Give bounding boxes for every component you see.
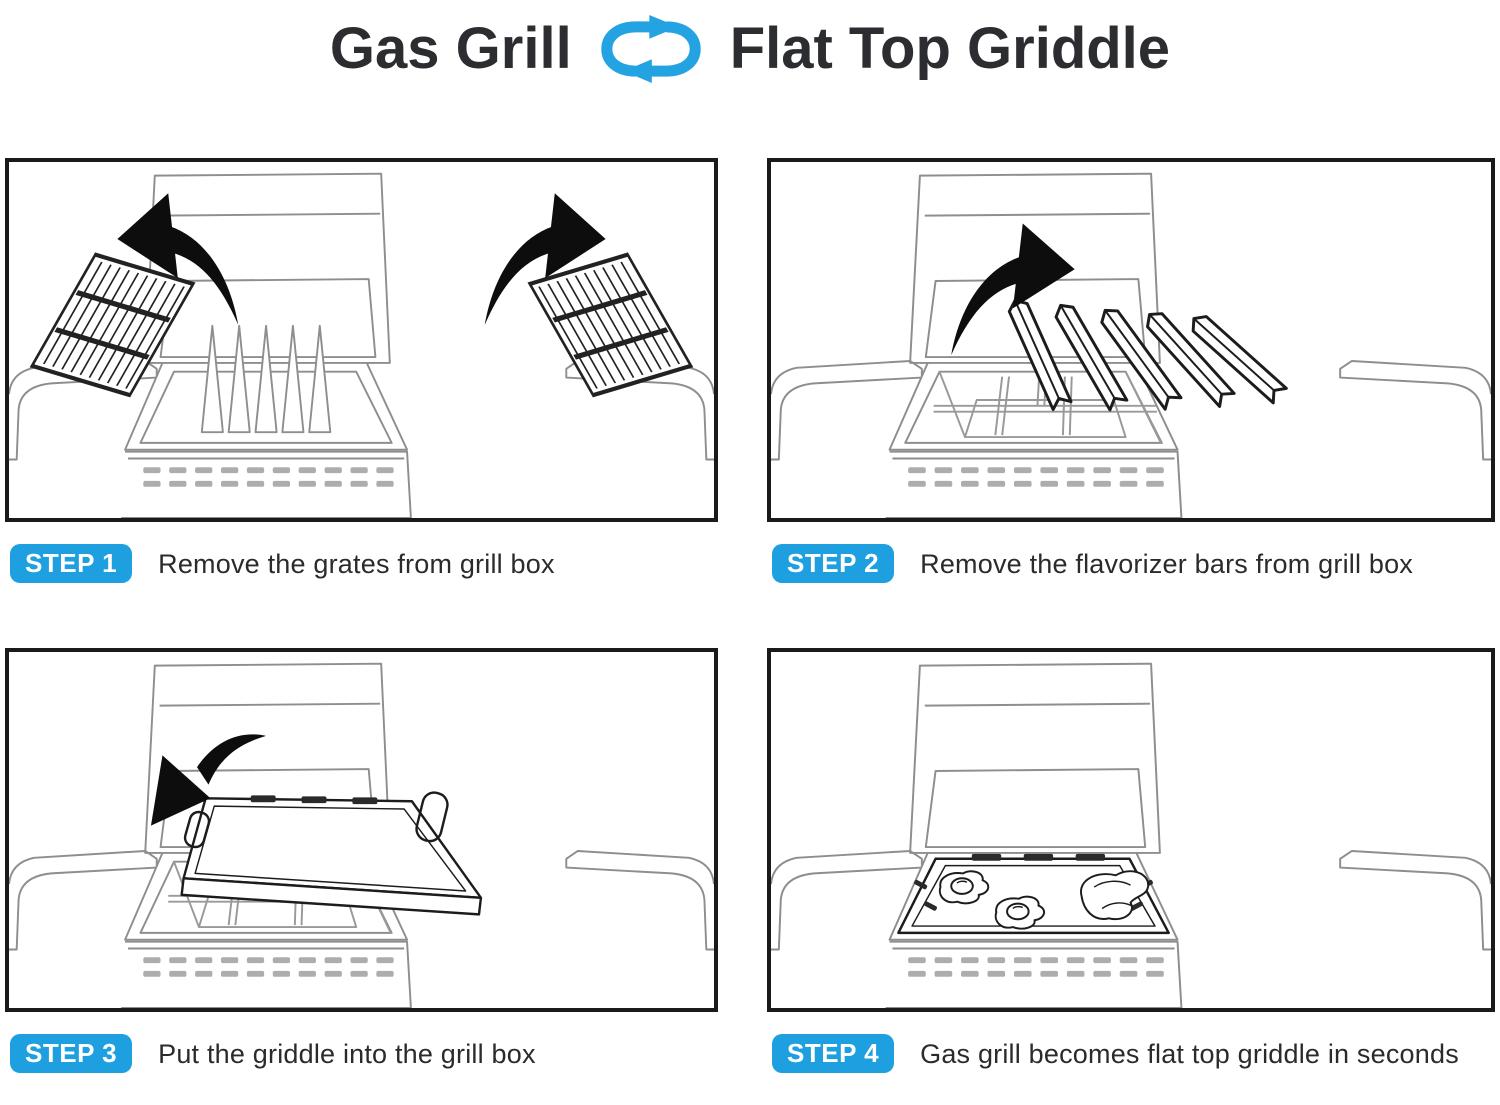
step-2-illustration-panel [767, 158, 1495, 522]
step-3-badge: STEP 3 [10, 1033, 133, 1073]
step-4-caption: Gas grill becomes flat top griddle in se… [920, 1038, 1459, 1069]
grill-drawing-flavorizer-removal [771, 162, 1491, 518]
griddle-back-tabs [971, 853, 1106, 861]
step-3-illustration-panel [5, 647, 718, 1012]
griddle-handle-left [183, 810, 211, 849]
step-2-row: STEP 2 Remove the flavorizer bars from g… [767, 544, 1495, 584]
griddle-back-tabs [250, 795, 378, 804]
step-1-section: STEP 1 Remove the grates from grill box [5, 158, 718, 584]
step-1-illustration-panel [5, 158, 718, 522]
swap-cycle-icon [598, 15, 704, 83]
steak [1080, 870, 1150, 920]
step-4-row: STEP 4 Gas grill becomes flat top griddl… [767, 1033, 1495, 1074]
instruction-grid: STEP 1 Remove the grates from grill box [0, 158, 1500, 1074]
step-4-illustration-panel [767, 647, 1495, 1012]
step-1-row: STEP 1 Remove the grates from grill box [5, 544, 718, 584]
step-2-badge: STEP 2 [772, 544, 895, 583]
step-3-caption: Put the griddle into the grill box [158, 1038, 536, 1069]
step-2-section: STEP 2 Remove the flavorizer bars from g… [767, 158, 1495, 584]
page-header: Gas Grill Flat Top Griddle [0, 0, 1500, 88]
grill-drawing-griddle-cooking [771, 652, 1491, 1008]
step-3-row: STEP 3 Put the griddle into the grill bo… [5, 1033, 718, 1074]
grill-drawing-griddle-insertion [9, 652, 714, 1008]
step-2-caption: Remove the flavorizer bars from grill bo… [920, 549, 1413, 579]
step-3-section: STEP 3 Put the griddle into the grill bo… [5, 647, 718, 1074]
title-gas-grill: Gas Grill [329, 16, 572, 81]
installed-flavorizer-bars [200, 324, 332, 434]
step-4-badge: STEP 4 [772, 1033, 895, 1073]
griddle-side-clips [914, 879, 1153, 911]
title-flat-top-griddle: Flat Top Griddle [729, 16, 1171, 81]
griddle-tray [180, 791, 483, 916]
step-1-badge: STEP 1 [10, 544, 133, 583]
step-4-section: STEP 4 Gas grill becomes flat top griddl… [767, 647, 1495, 1074]
grill-drawing-grates-removal [9, 162, 714, 518]
griddle-handle-right [415, 791, 449, 843]
grate-right [530, 255, 691, 395]
removal-arrow [951, 223, 1075, 356]
step-1-caption: Remove the grates from grill box [158, 549, 555, 579]
